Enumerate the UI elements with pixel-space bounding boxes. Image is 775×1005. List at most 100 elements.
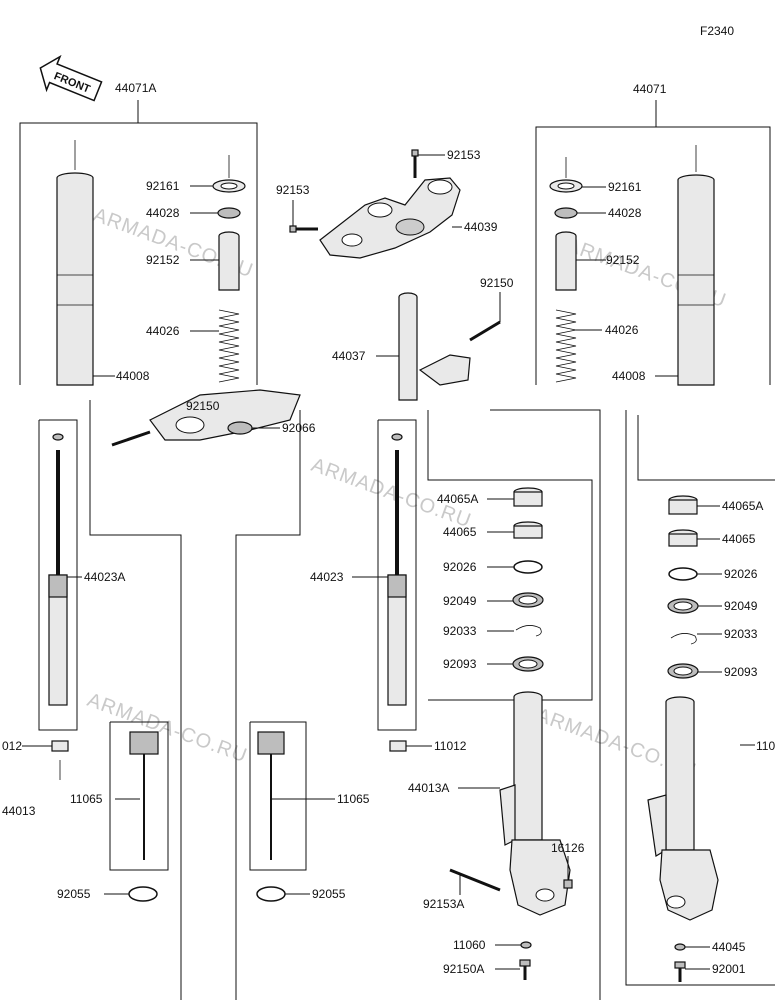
outer-tube-44013A	[499, 691, 571, 916]
oil-seal-92049-right	[667, 598, 699, 614]
outer-tube-right	[647, 696, 719, 921]
damper-rod-44023A	[48, 433, 68, 706]
label-92026-right: 92026	[724, 567, 758, 581]
washer-11060	[520, 941, 532, 949]
bushing-44065A-right	[668, 495, 698, 515]
front-arrow-icon: FRONT	[39, 54, 103, 102]
lower-bracket	[149, 389, 301, 441]
label-92093-right: 92093	[724, 665, 758, 679]
bolt-92153A	[449, 868, 501, 892]
label-92153-left: 92153	[276, 183, 310, 197]
label-11012-left: 012	[2, 739, 22, 753]
assembly-outline-right-lower	[625, 410, 775, 986]
label-92161-left: 92161	[146, 179, 180, 193]
watermark-text: ARMADA-CO.RU	[84, 689, 250, 767]
washer-44028-left	[217, 207, 241, 219]
diagram-code: F2340	[700, 24, 734, 38]
label-44045: 44045	[712, 940, 746, 954]
label-44023: 44023	[310, 570, 344, 584]
label-44023A: 44023A	[84, 570, 125, 584]
label-92066: 92066	[282, 421, 316, 435]
label-92049-right: 92049	[724, 599, 758, 613]
spring-inner-box-middle	[377, 419, 417, 731]
assembly-outline-right	[535, 126, 771, 385]
label-11012-right: 11012	[434, 739, 467, 753]
valve-assembly-11065-right	[257, 731, 285, 860]
label-92152-right: 92152	[606, 253, 640, 267]
label-44008-right: 44008	[612, 369, 646, 383]
label-110-right: 110	[756, 739, 775, 753]
steering-stem-44037	[398, 292, 471, 401]
label-44065-right: 44065	[722, 532, 756, 546]
label-92161-right: 92161	[608, 180, 642, 194]
washer-92026-right	[668, 567, 698, 581]
label-92033-left: 92033	[443, 624, 477, 638]
assembly-outline-middle	[235, 410, 301, 1000]
bolt-92150-mid	[111, 430, 151, 447]
label-44071: 44071	[633, 82, 667, 96]
assembly-outline-left-lower	[89, 400, 182, 1000]
label-92001: 92001	[712, 962, 746, 976]
label-11065-left: 11065	[70, 792, 103, 806]
label-44013A: 44013A	[408, 781, 449, 795]
label-92055-right: 92055	[312, 887, 346, 901]
label-44065A-right: 44065A	[722, 499, 763, 513]
bolt-92150A	[519, 959, 531, 980]
o-ring-92055-right	[256, 886, 286, 902]
label-44039: 44039	[464, 220, 498, 234]
spring-inner-box-left	[38, 419, 78, 731]
collar-11012-right	[389, 740, 407, 752]
label-44037: 44037	[332, 349, 366, 363]
label-44071A: 44071A	[115, 81, 156, 95]
damper-rod-44023	[387, 433, 407, 706]
washer-44028-right	[554, 207, 578, 219]
fork-cap-left	[212, 155, 246, 193]
bolt-92001	[674, 961, 686, 982]
label-92049-left: 92049	[443, 594, 477, 608]
dust-seal-92093-left	[512, 656, 544, 672]
label-44028-right: 44028	[608, 206, 642, 220]
label-92055-left: 92055	[57, 887, 91, 901]
valve-assembly-11065-left	[129, 731, 159, 860]
bushing-44065-left	[513, 521, 543, 539]
label-44013: 44013	[2, 804, 36, 818]
label-44008-left: 44008	[116, 369, 150, 383]
cartridge-box-left	[109, 721, 169, 871]
label-92153A: 92153A	[423, 897, 464, 911]
label-11060: 11060	[453, 938, 486, 952]
fork-tube-right	[677, 145, 715, 386]
seal-box-right	[637, 415, 775, 481]
spring-44026-left	[218, 309, 240, 383]
label-92033-right: 92033	[724, 627, 758, 641]
label-44026-left: 44026	[146, 324, 180, 338]
dust-seal-92093-right	[667, 663, 699, 679]
label-92026-left: 92026	[443, 560, 477, 574]
oil-seal-92049-left	[512, 592, 544, 608]
lower-box-middle	[490, 409, 601, 1000]
washer-92026-left	[513, 560, 543, 574]
label-92150A: 92150A	[443, 962, 484, 976]
spacer-92152-right	[555, 231, 577, 291]
label-44065A-left: 44065A	[437, 492, 478, 506]
fork-cap-right	[549, 157, 583, 193]
circlip-92033-right	[670, 633, 697, 645]
spacer-92152-left	[218, 231, 240, 291]
spring-44026-right	[555, 309, 577, 383]
label-16126: 16126	[551, 841, 585, 855]
bolt-92153-top	[411, 149, 419, 178]
cartridge-box-middle	[249, 721, 307, 871]
bushing-44065A-left	[513, 487, 543, 507]
label-92150-mid: 92150	[186, 399, 220, 413]
bolt-92150-top	[469, 320, 501, 342]
seal-92066	[227, 421, 253, 435]
label-92153-top: 92153	[447, 148, 481, 162]
bolt-92153-left	[289, 225, 318, 233]
label-44028-left: 44028	[146, 206, 180, 220]
washer-44045	[674, 943, 686, 951]
o-ring-92055-left	[128, 886, 158, 902]
label-11065-right: 11065	[337, 792, 370, 806]
label-92152-left: 92152	[146, 253, 180, 267]
fork-tube-left	[56, 140, 94, 386]
